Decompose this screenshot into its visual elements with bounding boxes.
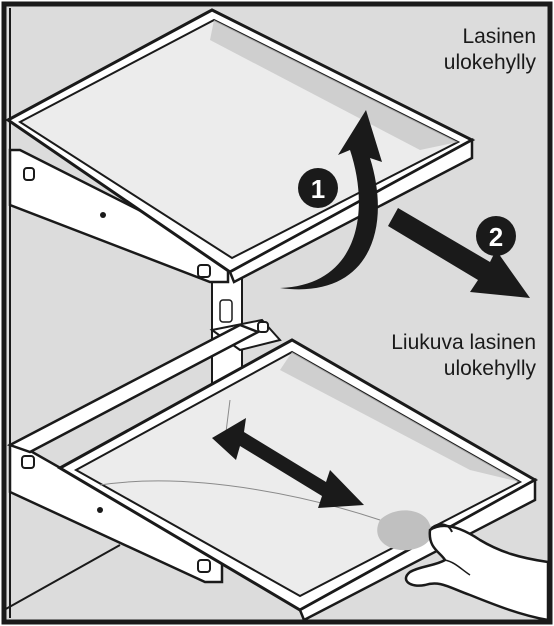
slide-double-arrow [212, 418, 364, 508]
top-glass-shelf [5, 8, 476, 284]
top-shelf-label-line2: ulokehylly [443, 51, 536, 74]
top-shelf-label-line1: Lasinen [462, 25, 536, 48]
step-2-number: 2 [489, 222, 503, 252]
cabinet-left-wall [3, 8, 121, 618]
step-1-badge: 1 [298, 168, 338, 208]
tilt-up-arrow [280, 110, 382, 290]
hand-illustration [404, 523, 550, 622]
step-2-badge: 2 [476, 216, 516, 256]
pull-out-arrow [388, 208, 530, 298]
top-shelf-label: Lasinen ulokehylly [443, 24, 536, 76]
bottom-shelf-label: Liukuva lasinen ulokehylly [391, 330, 536, 382]
step-1-number: 1 [311, 174, 325, 204]
bottom-shelf-label-line1: Liukuva lasinen [391, 331, 536, 354]
bottom-shelf-label-line2: ulokehylly [443, 357, 536, 380]
